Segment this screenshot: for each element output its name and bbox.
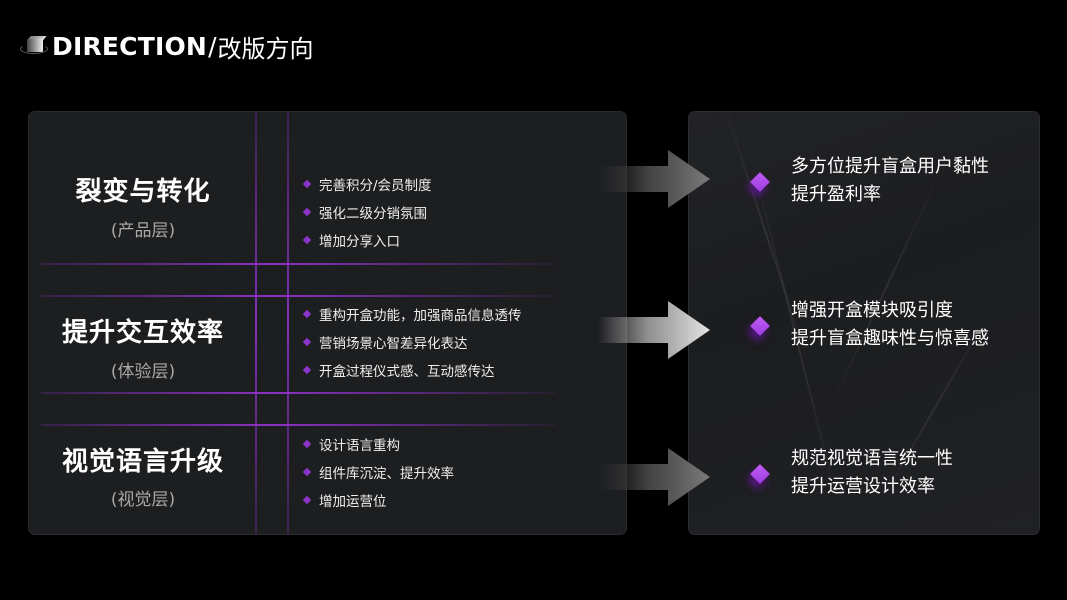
diamond-bullet-icon bbox=[302, 439, 312, 449]
direction-layer: (产品层) bbox=[110, 221, 176, 241]
arrow-right-icon bbox=[598, 446, 712, 508]
grid-line-horizontal bbox=[41, 392, 556, 394]
arrow-right-icon bbox=[598, 148, 712, 210]
list-item: 增加分享入口 bbox=[301, 226, 432, 254]
outcome-item: 多方位提升盲盒用户黏性 提升盈利率 bbox=[689, 153, 1039, 213]
diamond-bullet-icon bbox=[302, 467, 312, 477]
grid-line-vertical bbox=[255, 112, 257, 534]
page-subtitle: 改版方向 bbox=[217, 34, 314, 63]
outcome-item: 规范视觉语言统一性 提升运营设计效率 bbox=[689, 445, 1039, 505]
directions-panel: 裂变与转化 (产品层) 完善积分/会员制度 强化二级分销氛围 增加分享入口 提升… bbox=[28, 111, 627, 535]
page-title: DIRECTION bbox=[52, 31, 208, 61]
diamond-bullet-icon bbox=[302, 309, 312, 319]
grid-line-horizontal bbox=[41, 424, 556, 426]
list-item: 增加运营位 bbox=[301, 486, 454, 514]
diamond-bullet-icon bbox=[302, 235, 312, 245]
direction-items: 完善积分/会员制度 强化二级分销氛围 增加分享入口 bbox=[301, 170, 432, 254]
list-item: 开盒过程仪式感、互动感传达 bbox=[301, 356, 522, 384]
list-item: 强化二级分销氛围 bbox=[301, 198, 432, 226]
direction-title: 视觉语言升级 bbox=[61, 447, 224, 477]
diamond-marker-icon bbox=[750, 172, 770, 192]
grid-line-vertical bbox=[287, 112, 289, 534]
direction-items: 重构开盒功能，加强商品信息透传 营销场景心智差异化表达 开盒过程仪式感、互动感传… bbox=[301, 300, 522, 384]
list-item: 组件库沉淀、提升效率 bbox=[301, 458, 454, 486]
diamond-bullet-icon bbox=[302, 495, 312, 505]
list-item: 完善积分/会员制度 bbox=[301, 170, 432, 198]
outcome-item: 增强开盒模块吸引度 提升盲盒趣味性与惊喜感 bbox=[689, 297, 1039, 357]
outcomes-panel: 多方位提升盲盒用户黏性 提升盈利率 增强开盒模块吸引度 提升盲盒趣味性与惊喜感 … bbox=[688, 111, 1040, 535]
outcome-line: 提升盲盒趣味性与惊喜感 bbox=[791, 328, 989, 349]
list-item: 重构开盒功能，加强商品信息透传 bbox=[301, 300, 522, 328]
direction-title: 提升交互效率 bbox=[61, 318, 224, 348]
grid-line-horizontal bbox=[41, 263, 556, 265]
direction-layer: (视觉层) bbox=[110, 490, 176, 510]
outcome-line: 提升运营设计效率 bbox=[791, 476, 935, 497]
page-header: DIRECTION / 改版方向 bbox=[20, 28, 314, 64]
list-item: 设计语言重构 bbox=[301, 430, 454, 458]
title-separator: / bbox=[208, 31, 217, 61]
diamond-bullet-icon bbox=[302, 207, 312, 217]
diamond-bullet-icon bbox=[302, 365, 312, 375]
direction-layer: (体验层) bbox=[110, 362, 176, 382]
diamond-marker-icon bbox=[750, 316, 770, 336]
grid-line-horizontal bbox=[41, 295, 556, 297]
outcome-line: 规范视觉语言统一性 bbox=[791, 448, 953, 469]
outcome-line: 增强开盒模块吸引度 bbox=[791, 300, 953, 321]
diamond-bullet-icon bbox=[302, 179, 312, 189]
outcome-line: 提升盈利率 bbox=[791, 184, 881, 205]
direction-title: 裂变与转化 bbox=[75, 177, 211, 207]
outcome-line: 多方位提升盲盒用户黏性 bbox=[791, 156, 989, 177]
arrow-right-icon bbox=[598, 299, 712, 361]
diamond-bullet-icon bbox=[302, 337, 312, 347]
cube-logo-icon bbox=[20, 35, 48, 57]
list-item: 营销场景心智差异化表达 bbox=[301, 328, 522, 356]
direction-items: 设计语言重构 组件库沉淀、提升效率 增加运营位 bbox=[301, 430, 454, 514]
diamond-marker-icon bbox=[750, 464, 770, 484]
